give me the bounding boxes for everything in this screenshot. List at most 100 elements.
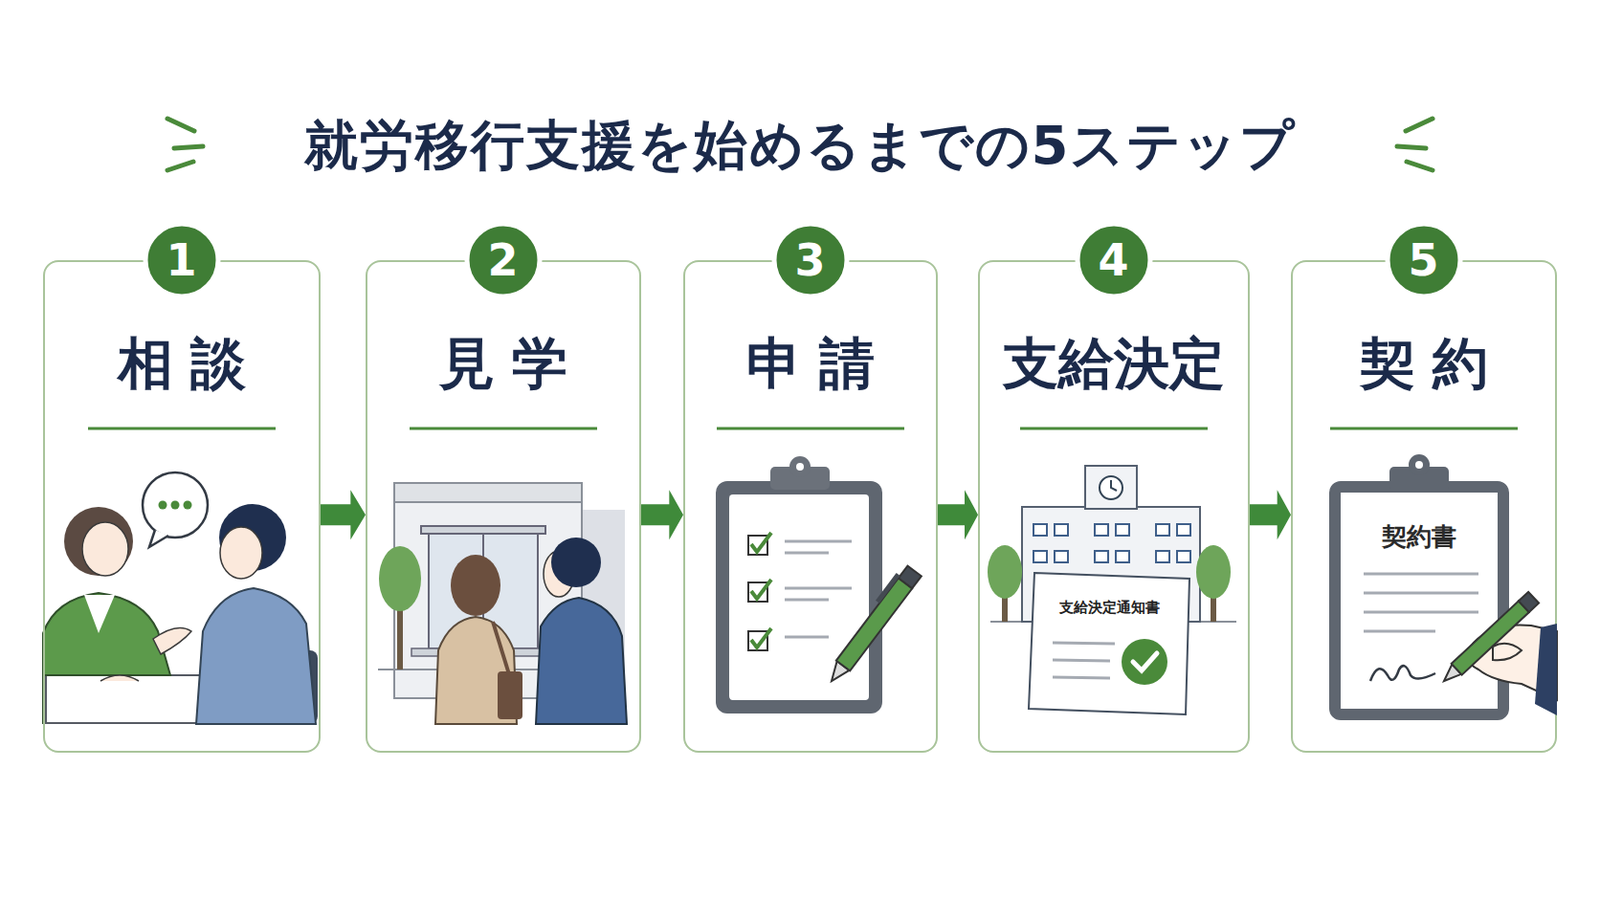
step-heading: 見学: [367, 331, 640, 397]
step-arrow: [641, 489, 684, 540]
consultation-illustration: [43, 472, 318, 725]
document-sheet: [1028, 573, 1190, 715]
paper: [729, 494, 869, 701]
clipboard: [715, 481, 883, 714]
clock: [1099, 476, 1123, 500]
pen-cap: [1518, 592, 1539, 613]
dot: [171, 501, 180, 511]
canopy: [421, 526, 546, 534]
jacket: [535, 598, 627, 725]
cardigan: [43, 593, 171, 725]
visit-illustration: [377, 483, 627, 725]
notice-document: 支給決定通知書: [1028, 571, 1192, 717]
step-arrow: [937, 489, 978, 540]
table: [45, 675, 267, 724]
application-illustration: [715, 456, 922, 714]
step-heading: 相談: [44, 331, 319, 397]
clip-ring: [789, 456, 811, 478]
underline: [716, 427, 905, 431]
window: [1033, 551, 1047, 563]
underline: [88, 427, 276, 431]
tick: [1397, 146, 1426, 149]
tree: [1196, 545, 1231, 600]
step-number-text: 1: [142, 221, 222, 300]
chair: [260, 650, 318, 725]
tick: [167, 161, 194, 171]
step-number-text: 2: [464, 221, 543, 300]
text-lines: [784, 541, 852, 638]
step-number: 2: [464, 221, 543, 300]
window: [1054, 551, 1068, 563]
shirt: [84, 595, 115, 634]
side-panel: [581, 510, 625, 716]
line: [784, 587, 852, 591]
tree: [987, 545, 1023, 600]
document-outline: [1028, 571, 1192, 717]
line: [784, 599, 829, 602]
window: [1155, 551, 1170, 563]
line: [784, 636, 829, 640]
window: [1115, 551, 1130, 563]
step-number-text: 4: [1074, 221, 1154, 300]
window: [1155, 524, 1170, 536]
heading-underlines: [88, 427, 1518, 431]
hair: [64, 507, 134, 577]
step-heading: 契約: [1292, 331, 1556, 397]
dot: [158, 501, 168, 511]
contract-clipboard: 契約書: [1329, 481, 1510, 721]
face: [220, 527, 263, 579]
sleeve: [1534, 623, 1557, 716]
tree: [378, 546, 422, 612]
step-number: 1: [142, 221, 222, 300]
hand: [100, 675, 139, 682]
line: [784, 540, 852, 544]
window: [1177, 524, 1191, 536]
clip-ring: [1408, 454, 1430, 476]
step-number-text: 3: [771, 221, 850, 300]
tree-trunk: [1210, 583, 1217, 623]
bag: [497, 671, 523, 720]
decision-illustration: [987, 466, 1237, 623]
fence: [377, 668, 586, 671]
jacket: [196, 588, 316, 725]
pen-cap: [898, 566, 922, 590]
tick: [174, 146, 203, 149]
checkbox: [748, 535, 768, 556]
window: [1094, 551, 1109, 563]
hand: [153, 627, 192, 655]
step: [411, 648, 556, 657]
window: [1115, 524, 1130, 536]
tick: [1406, 161, 1433, 171]
building: [394, 483, 582, 699]
window: [1033, 524, 1047, 536]
checkbox: [748, 582, 768, 602]
window: [1094, 524, 1109, 536]
tick: [1405, 118, 1433, 132]
underline: [1330, 427, 1518, 431]
document-title: 支給決定通知書: [1028, 598, 1192, 618]
bag-strap: [492, 622, 510, 675]
step-number: 4: [1074, 221, 1154, 300]
coat: [435, 617, 517, 725]
clip-hole: [796, 463, 804, 471]
window: [1177, 551, 1191, 563]
hair: [450, 555, 501, 617]
document-title: 契約書: [1340, 521, 1498, 553]
underline: [409, 427, 598, 431]
clock-hands: [1111, 480, 1117, 491]
clock-tower: [1085, 466, 1137, 510]
step-box: 申請3: [683, 260, 938, 754]
step-arrow: [320, 489, 366, 540]
step-heading: 申請: [685, 331, 936, 397]
door-split: [482, 533, 485, 649]
checkbox: [748, 631, 768, 651]
underline: [1020, 427, 1208, 431]
step-number: 5: [1384, 221, 1464, 300]
windows: [1033, 524, 1191, 563]
step-arrow: [1249, 489, 1291, 540]
pen-tip: [825, 661, 850, 687]
clip-hole: [1415, 461, 1423, 469]
tree-trunk: [1001, 583, 1008, 623]
tree-trunk: [397, 593, 403, 670]
